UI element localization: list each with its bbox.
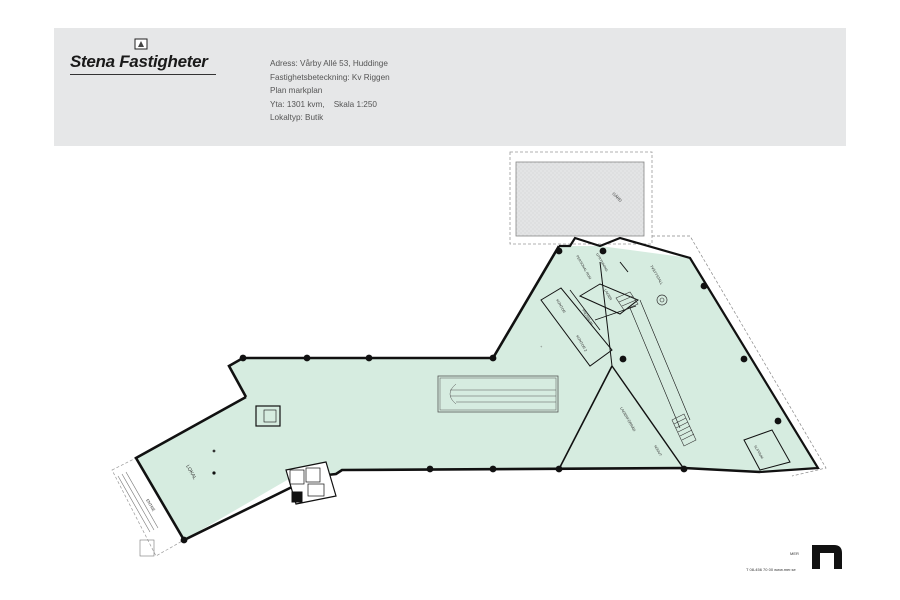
outer-wall-lokal: [134, 395, 295, 542]
stena-emblem-icon: [134, 38, 148, 50]
label-kontor1: KONTOR: [555, 299, 566, 315]
header-panel: Stena Fastigheter Adress: Vårby Allé 53,…: [54, 28, 846, 146]
stena-logo: Stena Fastigheter: [70, 38, 230, 78]
footer-contact: T 08-456 70 00 www.mer.se: [746, 567, 796, 572]
counter-unit: [437, 375, 559, 413]
utility-box: [255, 405, 281, 427]
floor-area: [136, 246, 818, 540]
label-sliprum: SLIPRUM: [753, 445, 764, 460]
label-entre: ENTRÉ: [145, 498, 156, 513]
property-info: Adress: Vårby Allé 53, Huddinge Fastighe…: [270, 57, 390, 125]
outer-wall-bottom: [299, 466, 761, 480]
yard-area: [509, 151, 653, 245]
mer-logo-icon: [812, 545, 842, 569]
label-gard: GÅRD: [611, 191, 623, 203]
info-address: Adress: Vårby Allé 53, Huddinge: [270, 59, 388, 68]
site-boundary: [652, 235, 827, 477]
stairs-mid: [615, 291, 639, 311]
footer-brand: MER: [790, 551, 799, 556]
label-lager: LAGER: [603, 289, 613, 302]
wash-station: [656, 294, 668, 306]
info-area: Yta: 1301 kvm, Skala 1:250: [270, 99, 377, 109]
info-property: Fastighetsbeteckning: Kv Riggen: [270, 72, 390, 82]
label-nodut: NÖDUT: [653, 445, 662, 457]
slipwin-room: [743, 429, 791, 471]
info-type: Lokaltyp: Butik: [270, 113, 324, 123]
entrance-cluster: [285, 461, 337, 505]
interior-walls: [540, 261, 691, 470]
logo-text: Stena Fastigheter: [70, 52, 208, 71]
svg-text:+: +: [540, 344, 543, 349]
outer-wall-top: [559, 236, 820, 474]
logo-underline: [70, 74, 216, 75]
stairs-right: [671, 413, 697, 447]
info-plan: Plan markplan: [270, 86, 323, 96]
